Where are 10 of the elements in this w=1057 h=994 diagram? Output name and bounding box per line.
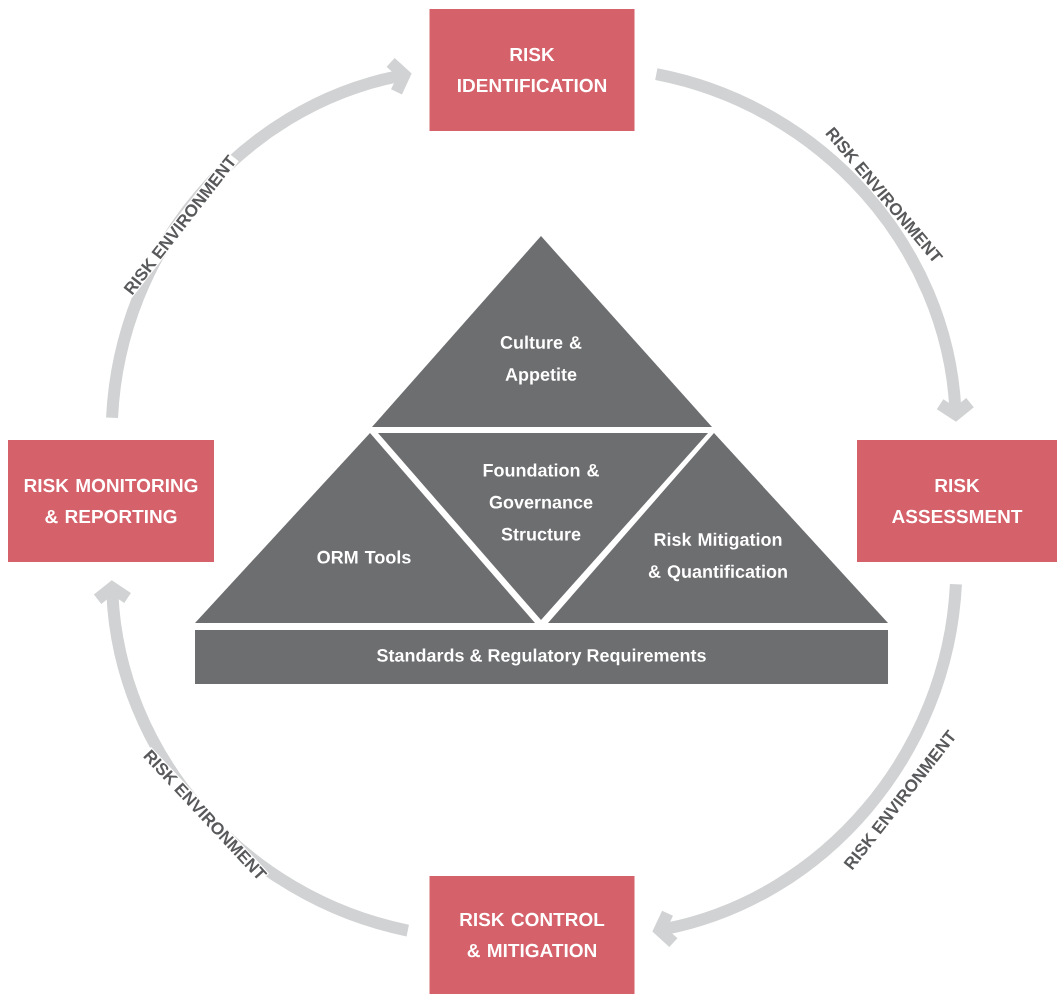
curved-arrow [106,58,412,419]
process-box: RISK MONITORING & REPORTING [8,440,214,562]
curved-arrow [652,583,962,948]
base-bar: Standards & Regulatory Requirements [195,630,888,684]
curved-arrow [93,580,410,937]
process-box: RISK CONTROL & MITIGATION [429,876,635,994]
curved-arrow [654,68,974,422]
process-box: RISK IDENTIFICATION [429,9,635,131]
pyramid-segment: Culture & Appetite [372,236,712,427]
process-box: RISK ASSESSMENT [857,440,1057,562]
